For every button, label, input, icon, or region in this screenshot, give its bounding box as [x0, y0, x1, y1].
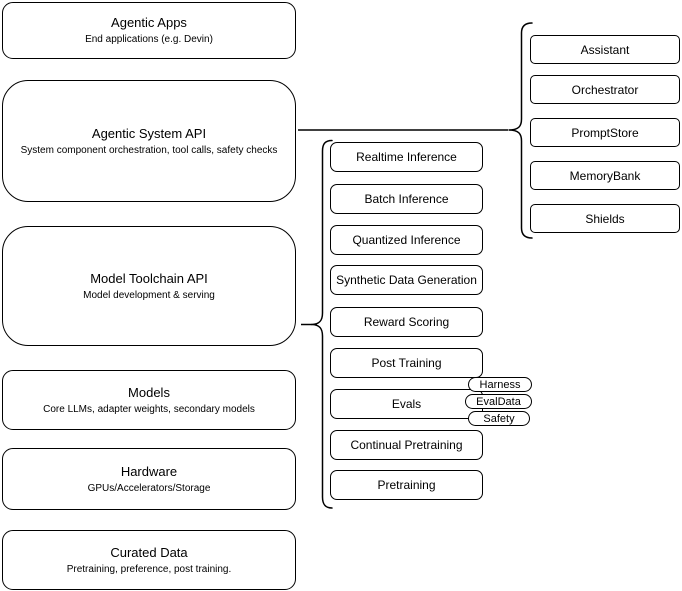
node-agentic-system-api: Agentic System API System component orch… [2, 80, 296, 202]
node-curated-data: Curated Data Pretraining, preference, po… [2, 530, 296, 590]
node-reward-scoring: Reward Scoring [330, 307, 483, 337]
node-title: Curated Data [110, 544, 188, 560]
node-title: Model Toolchain API [90, 270, 208, 286]
node-continual-pretraining: Continual Pretraining [330, 430, 483, 460]
toolchain-curly-brace-icon [311, 139, 333, 509]
node-subtitle: Model development & serving [83, 289, 215, 301]
node-realtime-inference: Realtime Inference [330, 142, 483, 172]
node-orchestrator: Orchestrator [530, 75, 680, 104]
node-agentic-apps: Agentic Apps End applications (e.g. Devi… [2, 2, 296, 59]
node-shields: Shields [530, 204, 680, 233]
node-pretraining: Pretraining [330, 470, 483, 500]
node-model-toolchain-api: Model Toolchain API Model development & … [2, 226, 296, 346]
node-hardware: Hardware GPUs/Accelerators/Storage [2, 448, 296, 510]
node-evals: Evals [330, 389, 483, 419]
node-subtitle: Pretraining, preference, post training. [66, 563, 232, 575]
node-subtitle: Core LLMs, adapter weights, secondary mo… [43, 403, 255, 415]
node-memorybank: MemoryBank [530, 161, 680, 190]
node-quantized-inference: Quantized Inference [330, 225, 483, 255]
node-subtitle: GPUs/Accelerators/Storage [87, 482, 211, 494]
node-post-training: Post Training [330, 348, 483, 378]
node-subtitle: System component orchestration, tool cal… [20, 144, 278, 156]
node-models: Models Core LLMs, adapter weights, secon… [2, 370, 296, 430]
node-title: Hardware [120, 463, 178, 479]
node-synthetic-data-generation: Synthetic Data Generation [330, 265, 483, 295]
node-title: Agentic Apps [111, 15, 187, 30]
tag-harness: Harness [468, 377, 532, 392]
node-batch-inference: Batch Inference [330, 184, 483, 214]
tag-evaldata: EvalData [465, 394, 532, 409]
node-assistant: Assistant [530, 35, 680, 64]
node-title: Agentic System API [91, 125, 207, 141]
tag-safety: Safety [468, 411, 530, 426]
node-promptstore: PromptStore [530, 118, 680, 147]
system-curly-brace-icon [508, 22, 533, 239]
node-title: Models [128, 384, 170, 400]
node-subtitle: End applications (e.g. Devin) [85, 34, 213, 45]
